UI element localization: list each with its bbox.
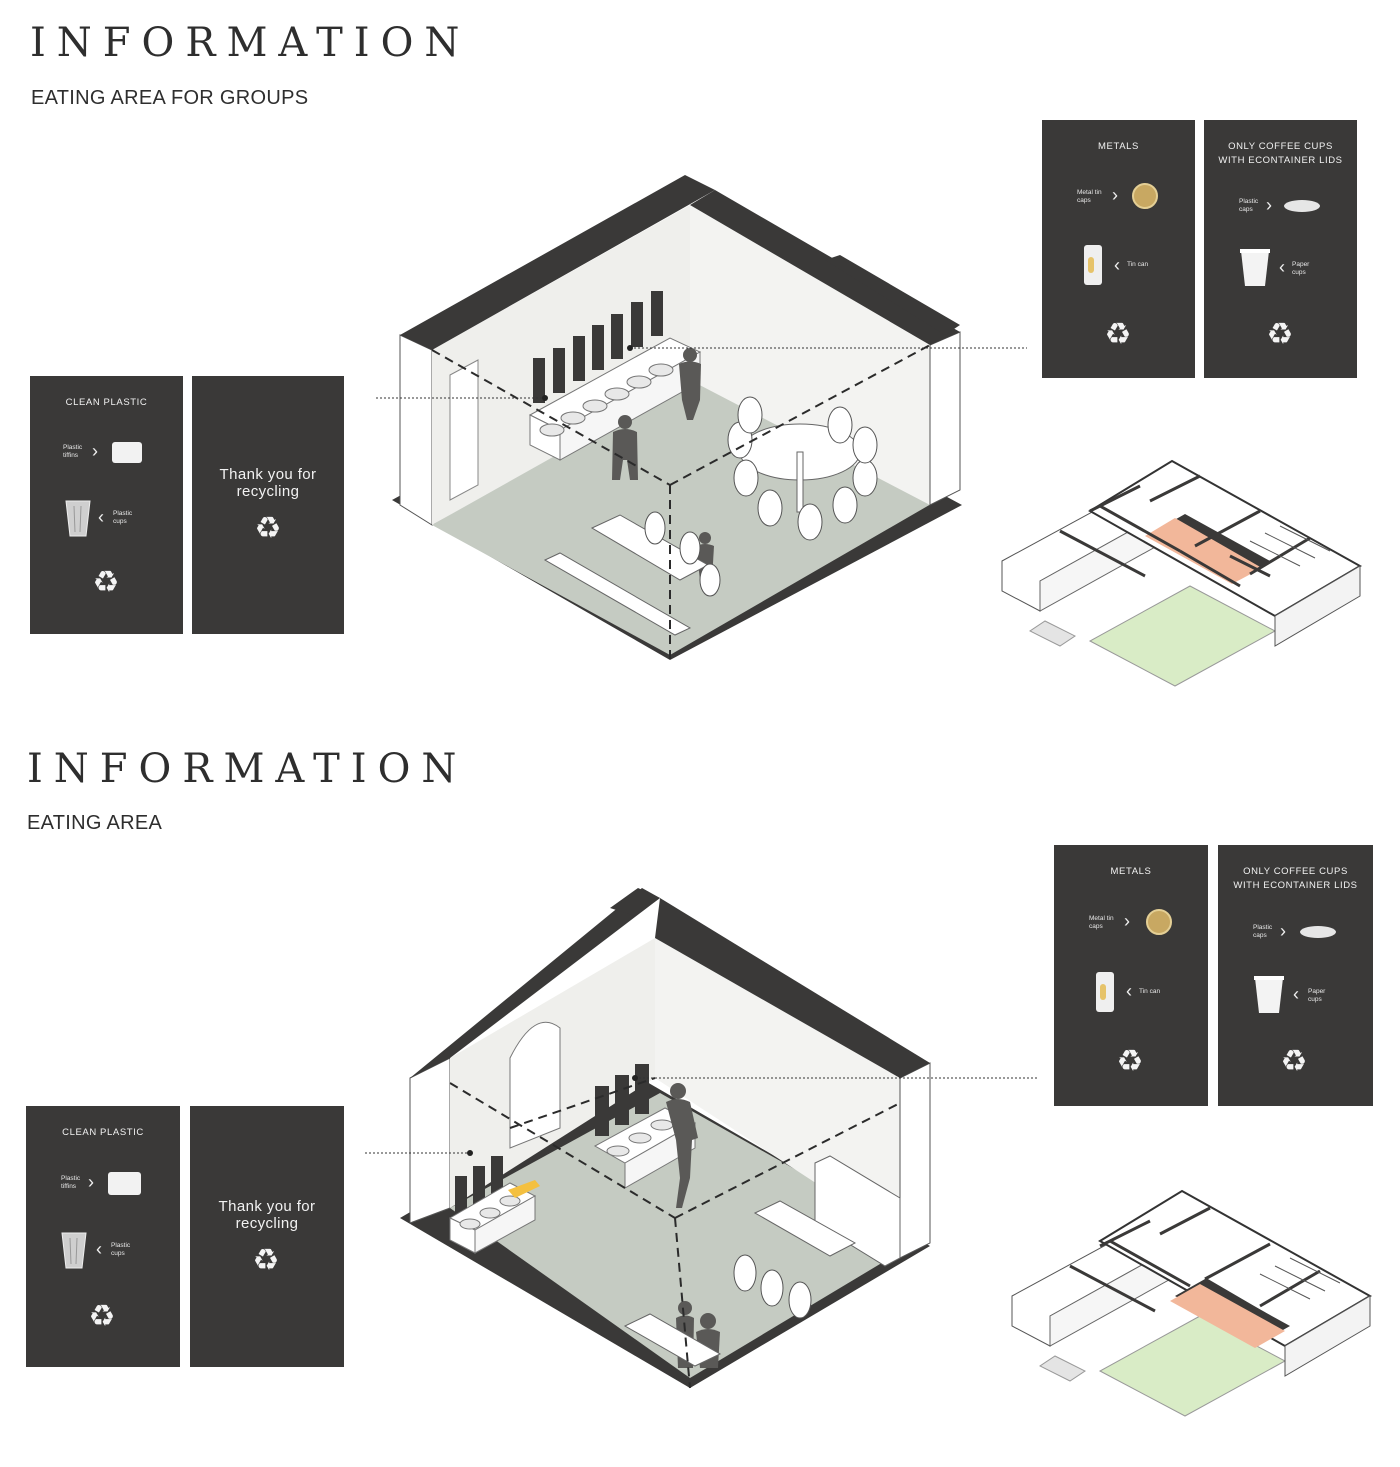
plastic-cup-icon xyxy=(61,1232,87,1269)
panel-title: METALS xyxy=(1110,866,1152,877)
thank-you-panel: Thank you for recycling ♻ xyxy=(190,1106,344,1367)
tin-cap-icon xyxy=(1132,183,1158,209)
clean-plastic-panel: CLEAN PLASTIC Plastic tiffins › ‹ Plasti… xyxy=(26,1106,180,1367)
item-label: Metal tin caps xyxy=(1077,189,1102,204)
item-label: Plastic caps xyxy=(1239,198,1259,213)
item-label: Tin can xyxy=(1139,988,1161,995)
plastic-tiffin-icon xyxy=(112,442,142,463)
isometric-room-groups xyxy=(376,175,1027,660)
item-label: Metal tin caps xyxy=(1089,915,1114,930)
thank-you-text: Thank you for recycling xyxy=(218,1198,316,1232)
recycle-icon: ♻ xyxy=(88,1300,116,1333)
tin-can-icon xyxy=(1084,245,1102,285)
chevron-right-icon: › xyxy=(1112,185,1118,205)
thank-you-text: Thank you for recycling xyxy=(219,466,317,500)
thank-you-panel: Thank you for recycling ♻ xyxy=(192,376,344,634)
plastic-cup-icon xyxy=(65,500,91,537)
item-label: Paper cups xyxy=(1292,261,1310,276)
panel-title: CLEAN PLASTIC xyxy=(65,397,148,408)
recycle-icon: ♻ xyxy=(1116,1045,1144,1078)
item-label: Paper cups xyxy=(1308,988,1326,1003)
item-label: Plastic caps xyxy=(1253,924,1273,939)
item-label: Plastic tiffins xyxy=(63,444,83,459)
panel-title: CLEAN PLASTIC xyxy=(62,1127,144,1138)
chevron-left-icon: ‹ xyxy=(1279,257,1285,277)
chevron-left-icon: ‹ xyxy=(1114,255,1120,275)
section-eating: INFORMATION EATING AREA CLEAN PLASTIC Pl… xyxy=(0,728,1400,1458)
section-subtitle: EATING AREA FOR GROUPS xyxy=(31,87,309,109)
coffee-cups-panel: ONLY COFFEE CUPS WITH ECONTAINER LIDS Pl… xyxy=(1204,120,1357,378)
plastic-lid-icon xyxy=(1300,926,1336,938)
chevron-left-icon: ‹ xyxy=(1126,981,1132,1001)
recycle-icon: ♻ xyxy=(254,512,282,545)
recycle-icon: ♻ xyxy=(1266,318,1294,351)
chevron-right-icon: › xyxy=(92,441,98,461)
chevron-left-icon: ‹ xyxy=(96,1239,102,1259)
tin-cap-icon xyxy=(1146,909,1172,935)
chevron-left-icon: ‹ xyxy=(1293,984,1299,1004)
panel-title: ONLY COFFEE CUPS WITH ECONTAINER LIDS xyxy=(1218,141,1343,166)
section-subtitle: EATING AREA xyxy=(27,812,163,834)
clean-plastic-panel: CLEAN PLASTIC Plastic tiffins › ‹ Plasti… xyxy=(30,376,183,634)
tin-can-icon xyxy=(1096,972,1114,1012)
item-label: Tin can xyxy=(1127,261,1149,268)
recycle-icon: ♻ xyxy=(1280,1045,1308,1078)
floor-plan-groups xyxy=(1001,459,1362,687)
paper-cup-icon xyxy=(1254,976,1284,1013)
chevron-left-icon: ‹ xyxy=(98,507,104,527)
metals-panel: METALS Metal tin caps › ‹ Tin can ♻ xyxy=(1042,120,1195,378)
chevron-right-icon: › xyxy=(1280,921,1286,941)
paper-cup-icon xyxy=(1240,249,1270,286)
floor-plan-eating xyxy=(1011,1189,1372,1417)
metals-panel: METALS Metal tin caps › ‹ Tin can ♻ xyxy=(1054,845,1208,1106)
chevron-right-icon: › xyxy=(88,1172,94,1192)
plastic-tiffin-icon xyxy=(108,1172,141,1195)
isometric-room-eating xyxy=(365,888,1037,1389)
section-title: INFORMATION xyxy=(27,746,468,792)
item-label: Plastic cups xyxy=(113,510,133,525)
item-label: Plastic cups xyxy=(111,1242,131,1257)
section-title: INFORMATION xyxy=(30,20,471,66)
item-label: Plastic tiffins xyxy=(61,1175,81,1190)
panel-title: ONLY COFFEE CUPS WITH ECONTAINER LIDS xyxy=(1233,866,1358,891)
recycle-icon: ♻ xyxy=(252,1244,280,1277)
chevron-right-icon: › xyxy=(1266,195,1272,215)
recycle-icon: ♻ xyxy=(1104,318,1132,351)
plastic-lid-icon xyxy=(1284,200,1320,212)
coffee-cups-panel: ONLY COFFEE CUPS WITH ECONTAINER LIDS Pl… xyxy=(1218,845,1373,1106)
panel-title: METALS xyxy=(1098,141,1139,152)
recycle-icon: ♻ xyxy=(92,566,120,599)
chevron-right-icon: › xyxy=(1124,911,1130,931)
section-groups: INFORMATION EATING AREA FOR GROUPS CLEAN… xyxy=(0,0,1400,730)
